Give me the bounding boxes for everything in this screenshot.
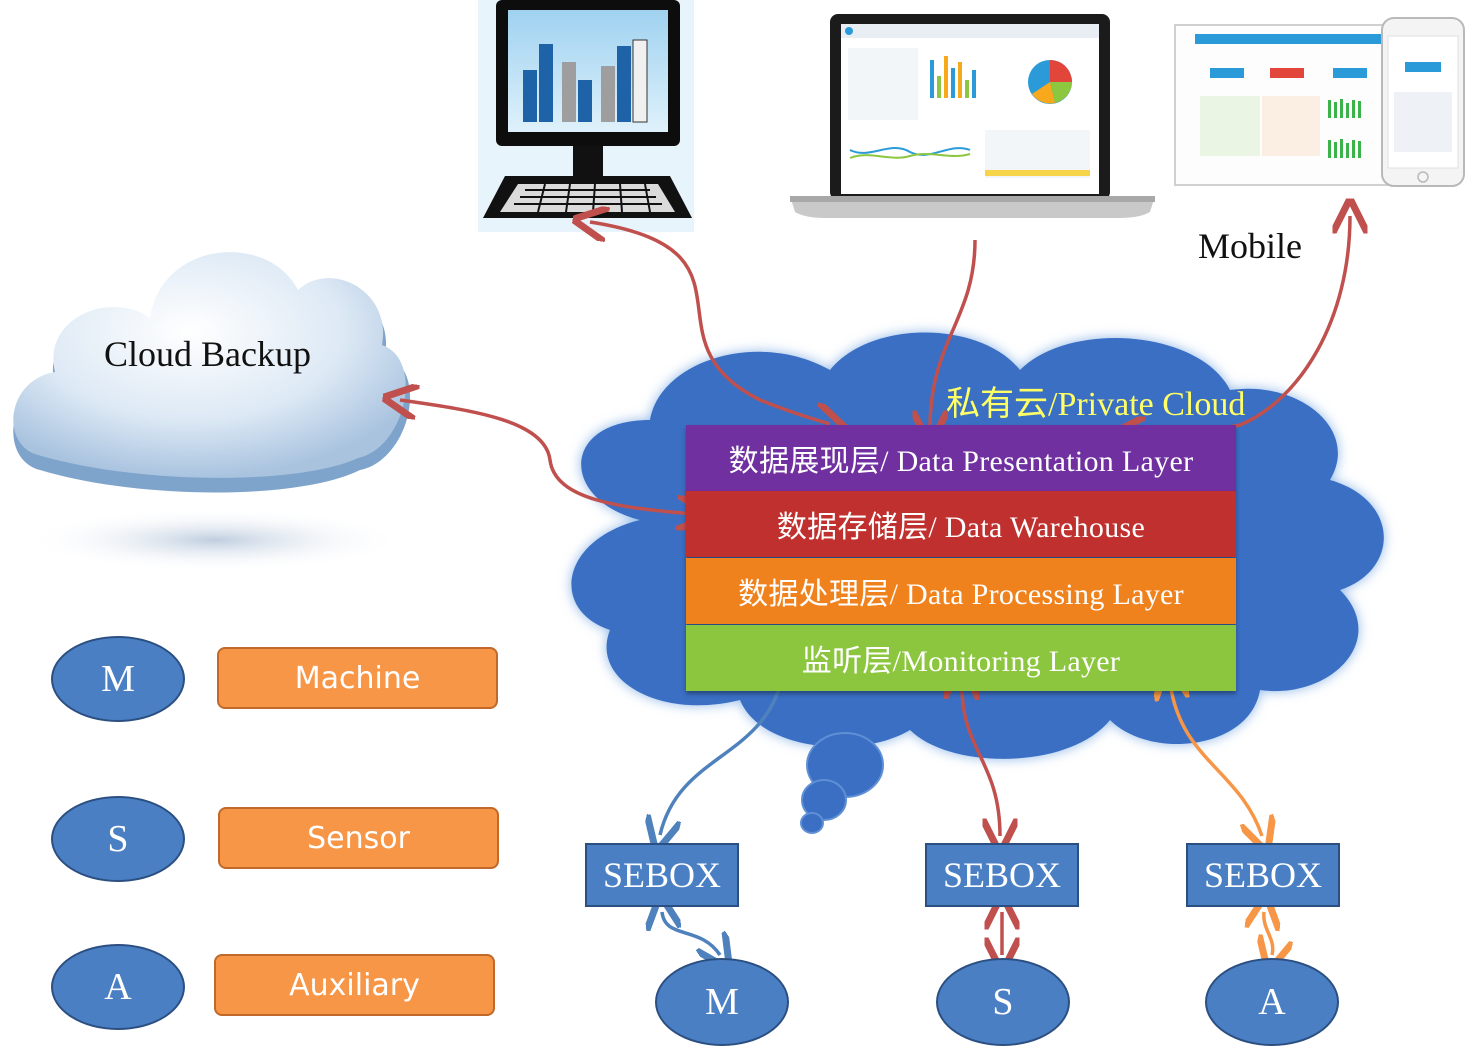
arrow-sebox-1-to-machine bbox=[662, 912, 720, 955]
legend-symbol-label: M bbox=[101, 658, 135, 700]
device-node-auxiliary: A bbox=[1205, 958, 1339, 1046]
legend-label-sensor: Sensor bbox=[218, 807, 499, 869]
arrow-monitoring-to-sebox-2 bbox=[962, 682, 1000, 836]
cloud-backup-label: Cloud Backup bbox=[104, 334, 311, 374]
sebox-node: SEBOX bbox=[585, 843, 739, 907]
device-node-label: A bbox=[1258, 981, 1286, 1023]
layer-presentation-label: 数据展现层/ Data Presentation Layer bbox=[728, 445, 1194, 478]
laptop-dashboard-icon bbox=[790, 14, 1155, 218]
legend-text: Machine bbox=[294, 660, 421, 696]
device-node-machine: M bbox=[655, 958, 789, 1046]
legend-symbol-sensor: S bbox=[51, 796, 185, 882]
arrow-backup-to-warehouse bbox=[400, 400, 694, 514]
legend-symbol-auxiliary: A bbox=[51, 944, 185, 1030]
layer-warehouse-label: 数据存储层/ Data Warehouse bbox=[776, 511, 1146, 544]
layer-warehouse: 数据存储层/ Data Warehouse bbox=[686, 491, 1236, 557]
arrow-desktop-to-presentation bbox=[590, 222, 830, 424]
arrow-monitoring-to-sebox-3 bbox=[1170, 682, 1262, 836]
mobile-devices-icon bbox=[1174, 17, 1465, 187]
connector-arrows bbox=[400, 216, 1350, 955]
legend-text: Sensor bbox=[307, 820, 410, 856]
legend-symbol-label: A bbox=[104, 966, 132, 1008]
device-node-sensor: S bbox=[936, 958, 1070, 1046]
arrow-sebox-3-to-auxiliary bbox=[1264, 912, 1273, 955]
sebox-label: SEBOX bbox=[1203, 855, 1323, 895]
layer-monitoring-label: 监听层/Monitoring Layer bbox=[801, 645, 1121, 678]
cloud-backup-graphic bbox=[13, 252, 411, 572]
desktop-computer-icon bbox=[478, 0, 694, 232]
legend-symbol-machine: M bbox=[51, 636, 185, 722]
device-node-label: S bbox=[992, 981, 1014, 1023]
layer-processing-label: 数据处理层/ Data Processing Layer bbox=[738, 578, 1184, 611]
layer-processing: 数据处理层/ Data Processing Layer bbox=[686, 558, 1236, 624]
legend-text: Auxiliary bbox=[289, 967, 420, 1003]
device-node-label: M bbox=[705, 981, 739, 1023]
legend-label-machine: Machine bbox=[217, 647, 498, 709]
sebox-label: SEBOX bbox=[942, 855, 1062, 895]
arrow-monitoring-to-sebox-1 bbox=[660, 668, 784, 835]
legend-label-auxiliary: Auxiliary bbox=[214, 954, 495, 1016]
layer-presentation: 数据展现层/ Data Presentation Layer bbox=[686, 425, 1236, 491]
layer-monitoring: 监听层/Monitoring Layer bbox=[686, 625, 1236, 691]
arrow-laptop-to-presentation bbox=[930, 239, 977, 428]
sebox-node: SEBOX bbox=[925, 843, 1079, 907]
legend-symbol-label: S bbox=[107, 818, 129, 860]
sebox-node: SEBOX bbox=[1186, 843, 1340, 907]
sebox-label: SEBOX bbox=[602, 855, 722, 895]
private-cloud-title: 私有云/Private Cloud bbox=[946, 386, 1246, 423]
mobile-label: Mobile bbox=[1198, 226, 1302, 266]
